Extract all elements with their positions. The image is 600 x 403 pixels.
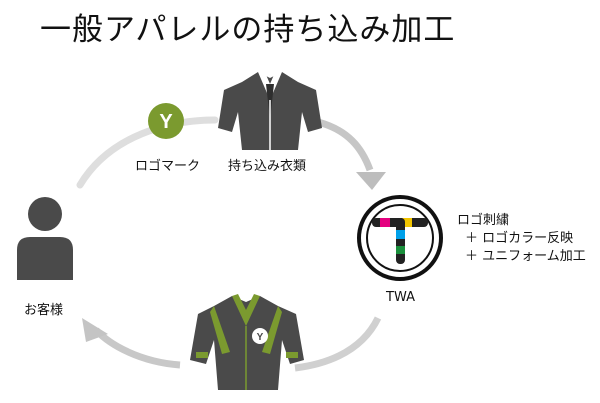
jacket-icon [218, 70, 322, 150]
twa-label: TWA [386, 290, 415, 305]
service-item: ＋ ロゴカラー反映 [465, 231, 574, 246]
garment-label: 持ち込み衣類 [228, 159, 307, 174]
twa-logo-icon [357, 195, 443, 281]
logo-mark-letter: Y [159, 111, 173, 133]
service-item: ＋ ユニフォーム加工 [465, 249, 586, 264]
arrow-top-left-segment [76, 116, 219, 189]
page-title: 一般アパレルの持ち込み加工 [40, 12, 456, 48]
person-icon [17, 197, 73, 280]
arrow-head-top-icon [356, 172, 386, 190]
logo-mark-label: ロゴマーク [135, 159, 201, 174]
arrow-bottom-right-segment [294, 316, 382, 372]
uniform-jacket-icon: Y [190, 294, 304, 390]
service-header: ロゴ刺繍 [457, 213, 510, 228]
arrow-bottom-left-segment [93, 327, 181, 369]
uniform-logo-letter: Y [257, 332, 264, 343]
logo-mark-icon: Y [148, 103, 184, 139]
customer-label: お客様 [24, 303, 64, 318]
arrow-head-bottom-icon [82, 318, 108, 342]
service-notes: ロゴ刺繍 ＋ ロゴカラー反映 ＋ ユニフォーム加工 [457, 212, 586, 266]
arrow-top-right-segment [317, 118, 374, 172]
